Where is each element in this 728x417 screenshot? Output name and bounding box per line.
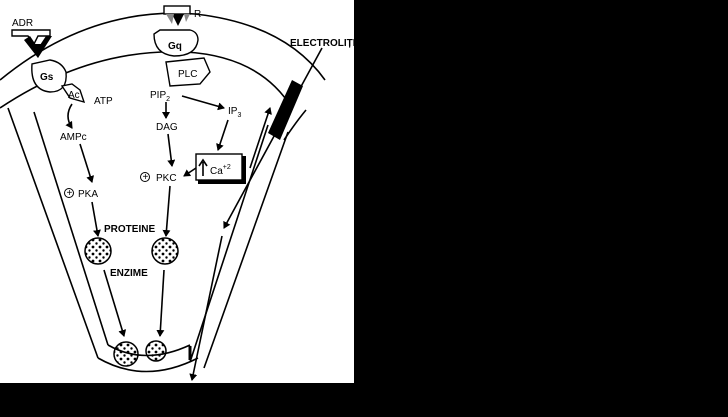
plc-enzyme — [165, 57, 211, 87]
pka-label: PKA — [78, 189, 98, 200]
ca-label: Ca+2 — [210, 164, 231, 177]
ion-channel-gate — [283, 109, 307, 141]
outer-membrane — [0, 12, 326, 81]
exocytosis-vesicle-left — [113, 341, 139, 367]
channel-wall-left — [189, 124, 269, 363]
atp-to-ampc-arrow — [65, 103, 73, 129]
pkc-label: PKC — [156, 173, 177, 184]
vesicle-to-exocytosis-right-arrow — [156, 269, 165, 337]
cell-left-wall-inner — [33, 111, 109, 346]
adr-receptor — [11, 29, 52, 58]
ip3-label: IP3 — [228, 106, 241, 119]
ac-enzyme — [60, 83, 86, 104]
svg-text:+: + — [143, 172, 149, 183]
r-receptor — [163, 5, 191, 26]
plc-label: PLC — [178, 69, 197, 80]
ca-to-pkc-arrow — [183, 167, 197, 177]
gq-label: Gq — [168, 41, 182, 52]
ampc-to-pka-arrow — [79, 143, 95, 183]
ion-channel — [268, 80, 303, 140]
pip2-to-ip3-arrow — [181, 95, 225, 111]
ac-label: Ac — [68, 90, 80, 101]
gs-label: Gs — [40, 72, 54, 83]
pka-to-proteine-arrow — [91, 201, 101, 237]
vesicle-to-exocytosis-left-arrow — [103, 269, 127, 337]
cell-bottom-arc — [97, 357, 199, 373]
gq-protein — [153, 29, 199, 57]
pkc-vesicle — [151, 237, 179, 265]
atp-label: ATP — [94, 96, 113, 107]
cell-left-wall — [7, 107, 99, 359]
diagram-panel — [0, 0, 354, 383]
r-label: R — [194, 9, 201, 20]
electrolyte-feedback-arrow — [249, 107, 272, 169]
dag-label: DAG — [156, 122, 178, 133]
electrolyte-arrow-lower — [189, 235, 223, 381]
enzime-label: ENZIME — [110, 268, 148, 279]
svg-text:+: + — [67, 188, 73, 199]
electrolyte-arrow — [223, 47, 323, 229]
up-arrow-icon — [198, 158, 208, 176]
dag-to-pkc-arrow — [167, 133, 176, 167]
protein-vesicle — [84, 237, 112, 265]
adr-label: ADR — [12, 18, 33, 29]
pip2-label: PIP2 — [150, 90, 170, 103]
plus-circle-icon: + — [140, 172, 150, 183]
plus-circle-icon: + — [64, 188, 74, 199]
channel-wall-right — [203, 131, 289, 369]
pkc-to-vesicle-arrow — [162, 185, 171, 237]
exocytosis-vesicle-right — [145, 340, 167, 362]
electroliti-label: ELECTROLIȚI — [290, 38, 356, 49]
ip3-to-ca-arrow — [216, 119, 229, 151]
proteine-label: PROTEINE — [104, 224, 155, 235]
ampc-label: AMPc — [60, 132, 87, 143]
